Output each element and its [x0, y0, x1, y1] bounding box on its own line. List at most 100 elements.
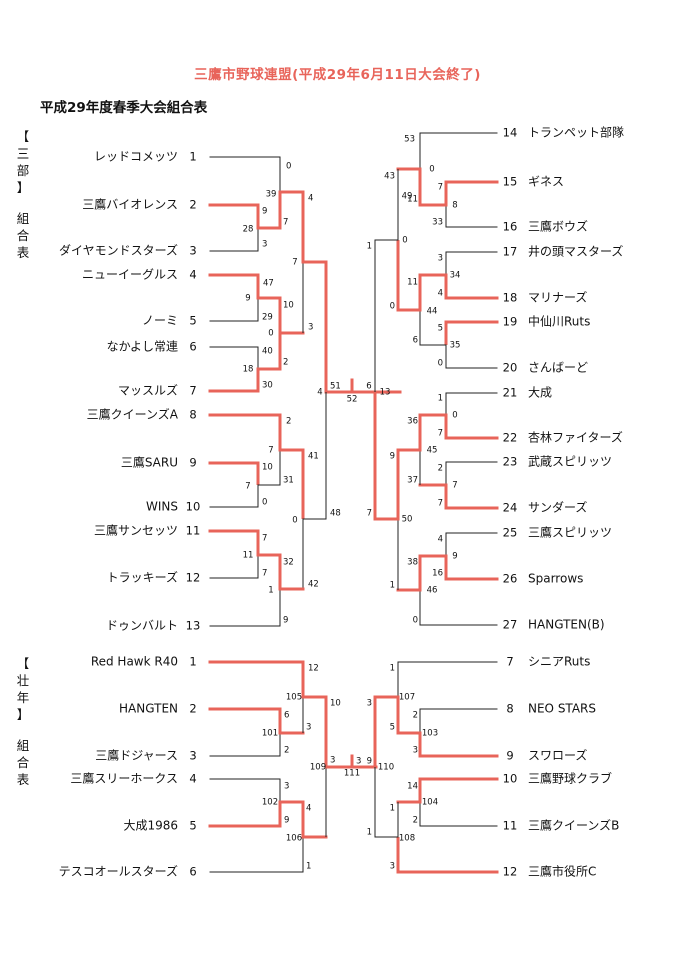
match-score-label: 47: [263, 279, 274, 289]
match-score-label: 1: [268, 586, 273, 596]
match-score-label: 16: [432, 569, 443, 579]
match-score-label: 1: [367, 242, 372, 252]
team-name-left: ノーミ: [142, 314, 178, 328]
match-score-label: 10: [262, 463, 273, 473]
match-score-label: 4: [308, 194, 313, 204]
team-seed-left: 12: [186, 571, 201, 585]
team-name-right: スワローズ: [528, 748, 587, 763]
match-score-label: 4: [317, 388, 322, 398]
match-score-label: 30: [262, 381, 273, 391]
team-name-left: トラッキーズ: [107, 570, 178, 585]
team-name-right: 三鷹クイーンズB: [528, 818, 619, 833]
team-seed-left: 10: [186, 500, 201, 514]
team-name-right: トランペット部隊: [528, 125, 624, 140]
match-score-label: 0: [452, 411, 457, 421]
label-char: 組: [16, 738, 30, 753]
team-seed-right: 20: [503, 361, 518, 375]
match-score-label: 43: [384, 172, 395, 182]
match-score-label: 11: [407, 195, 418, 205]
match-score-label: 39: [266, 190, 277, 200]
team-name-right: 三鷹市役所C: [528, 864, 596, 879]
team-name-right: 武蔵スピリッツ: [528, 455, 612, 469]
label-char: 【: [16, 129, 30, 144]
match-score-label: 3: [284, 782, 289, 792]
match-score-label: 7: [367, 509, 372, 519]
match-score-label: 40: [262, 347, 273, 357]
match-score-label: 7: [438, 499, 443, 509]
match-score-label: 3: [306, 723, 311, 733]
match-score-label: 2: [413, 711, 418, 721]
match-score-label: 49: [402, 192, 413, 202]
team-seed-right: 25: [503, 526, 518, 540]
team-seed-right: 26: [503, 572, 518, 586]
team-seed-left: 4: [189, 268, 196, 282]
match-score-label: 3: [356, 757, 361, 767]
match-score-label: 3: [367, 699, 372, 709]
page-title: 三鷹市野球連盟(平成29年6月11日大会終了): [194, 67, 481, 83]
team-name-right: 井の頭マスターズ: [528, 244, 623, 259]
team-seed-right: 14: [503, 126, 518, 140]
match-score-label: 9: [262, 207, 267, 217]
team-name-left: 大成1986: [123, 819, 178, 833]
team-seed-left: 5: [189, 314, 196, 328]
team-name-right: ギネス: [528, 175, 564, 189]
team-seed-right: 19: [503, 315, 518, 329]
team-seed-left: 6: [189, 865, 196, 879]
match-score-label: 36: [407, 417, 418, 427]
match-score-label: 31: [283, 476, 294, 486]
match-score-label: 0: [268, 329, 273, 339]
match-score-label: 7: [438, 429, 443, 439]
match-score-label: 32: [283, 558, 294, 568]
team-name-left: 三鷹スリーホークス: [70, 771, 178, 786]
team-name-left: ダイヤモンドスターズ: [59, 243, 178, 258]
match-score-label: 7: [245, 482, 250, 492]
match-score-label: 6: [366, 382, 371, 392]
match-score-label: 10: [283, 301, 294, 311]
match-score-label: 42: [308, 580, 319, 590]
match-score-label: 111: [344, 769, 360, 779]
match-score-label: 7: [452, 481, 457, 491]
team-seed-left: 4: [189, 772, 196, 786]
team-seed-left: 11: [186, 524, 201, 538]
page-subtitle: 平成29年度春季大会組合表: [40, 100, 208, 116]
match-score-label: 9: [390, 452, 395, 462]
match-score-label: 6: [413, 336, 418, 346]
label-char: 壮: [16, 673, 30, 688]
match-score-label: 18: [243, 365, 254, 375]
match-score-label: 50: [402, 515, 413, 525]
match-score-label: 0: [286, 162, 291, 172]
match-score-label: 7: [292, 258, 297, 268]
label-char: 表: [16, 245, 30, 260]
match-score-label: 7: [438, 183, 443, 193]
match-score-label: 10: [330, 699, 341, 709]
team-name-right: サンダーズ: [528, 500, 587, 515]
match-score-label: 0: [262, 498, 267, 508]
match-score-label: 9: [367, 757, 372, 767]
match-score-label: 110: [378, 763, 394, 773]
match-score-label: 7: [262, 534, 267, 544]
team-name-right: 中仙川Ruts: [528, 314, 590, 329]
match-score-label: 104: [422, 798, 438, 808]
match-score-label: 28: [243, 225, 254, 235]
team-name-left: 三鷹ドジャース: [95, 748, 178, 763]
team-seed-right: 10: [503, 772, 518, 786]
team-name-right: 大成: [528, 386, 552, 400]
team-seed-right: 27: [503, 618, 518, 632]
team-seed-left: 13: [186, 619, 201, 633]
match-score-label: 1: [390, 581, 395, 591]
label-char: 】: [16, 180, 30, 195]
match-score-label: 0: [402, 236, 407, 246]
team-name-right: 杏林ファイターズ: [528, 430, 623, 445]
match-score-label: 3: [262, 240, 267, 250]
team-seed-right: 12: [503, 865, 518, 879]
label-char: 部: [16, 163, 30, 178]
team-name-right: マリナーズ: [528, 290, 587, 305]
team-seed-right: 9: [506, 749, 513, 763]
match-score-label: 48: [330, 509, 341, 519]
match-score-label: 34: [450, 271, 461, 281]
match-score-label: 5: [438, 324, 443, 334]
match-score-label: 1: [390, 664, 395, 674]
match-score-label: 101: [262, 729, 278, 739]
match-score-label: 11: [243, 551, 254, 561]
team-name-left: 三鷹バイオレンス: [82, 197, 178, 212]
